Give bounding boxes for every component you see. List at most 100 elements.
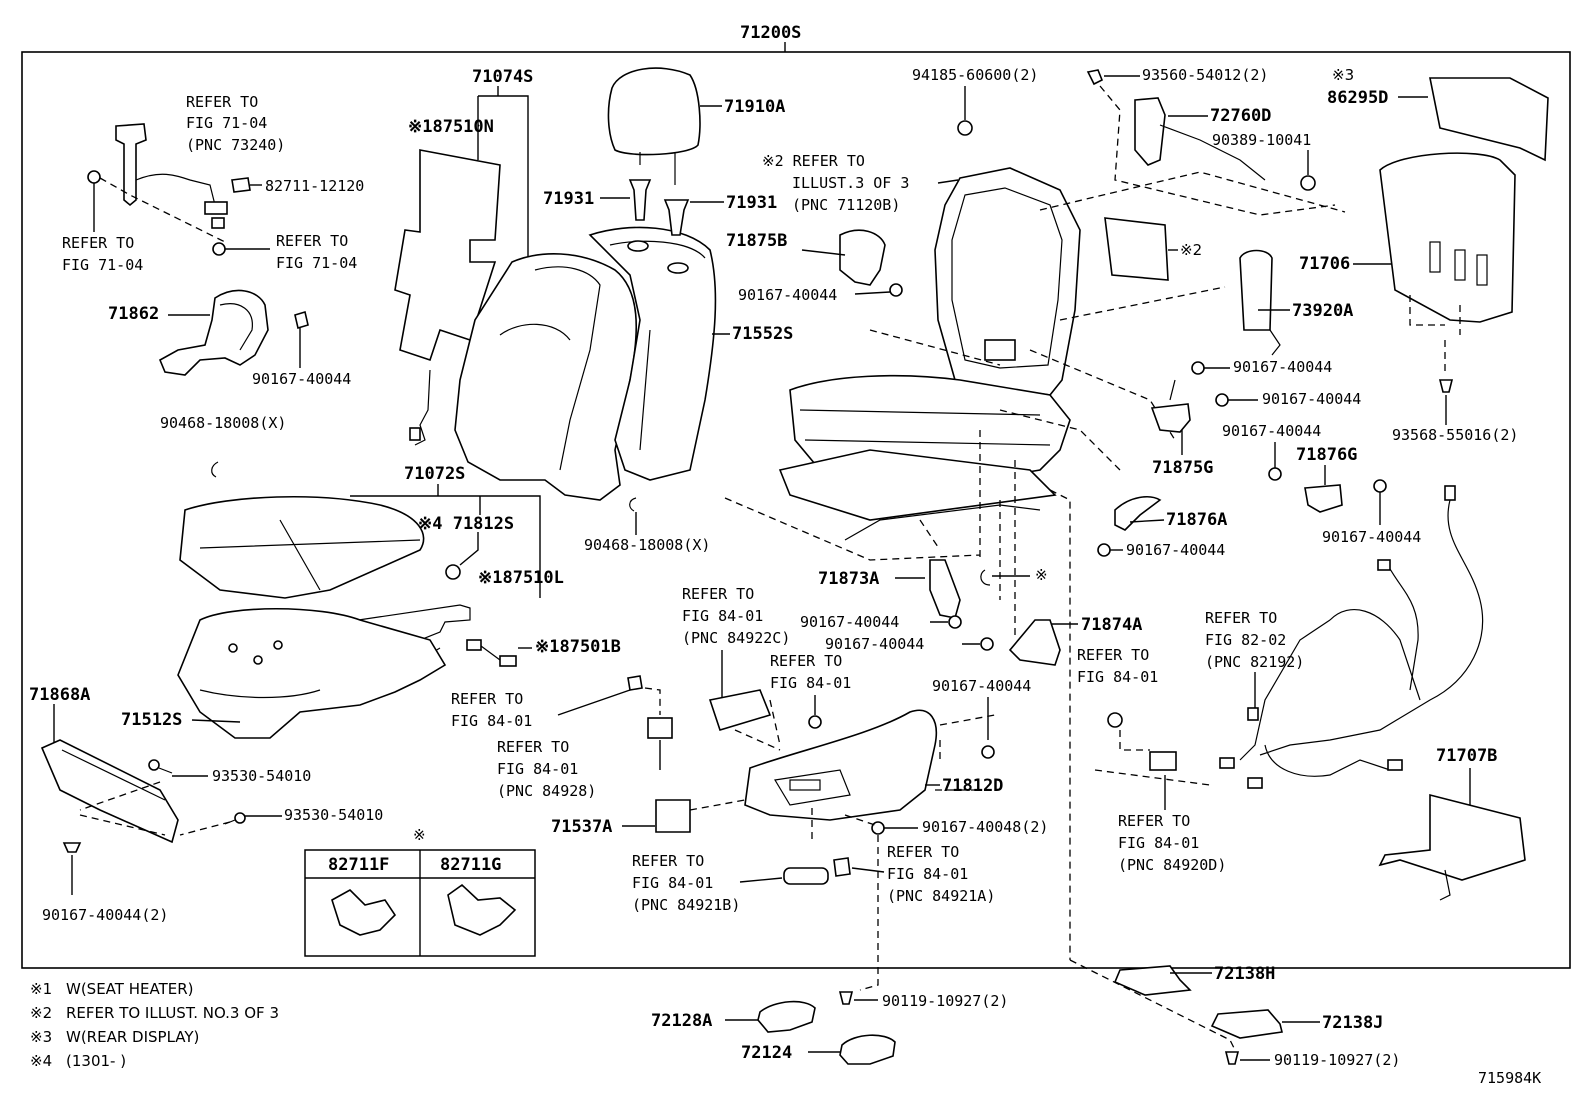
label-71868A: 71868A <box>29 685 90 705</box>
screw-90167-h <box>948 615 962 629</box>
part-84921A-knob <box>833 857 851 877</box>
screw-90167-i <box>980 637 994 651</box>
label-90167-40048: 90167-40048(2) <box>922 818 1048 836</box>
label-90167-40044-j: 90167-40044 <box>932 677 1031 695</box>
screw-left <box>627 675 643 691</box>
label-71072S: 71072S <box>404 464 465 484</box>
screw-90167-40044-2x <box>62 842 82 895</box>
label-71931-b: 71931 <box>726 193 777 213</box>
svg-text:REFER TO: REFER TO <box>451 690 523 708</box>
label-90167-40044-e: 90167-40044 <box>1222 422 1321 440</box>
label-90468-18008-b: 90468-18008(X) <box>584 536 710 554</box>
wire-harness <box>1219 485 1484 789</box>
ref-fig-71-04-right: REFER TO FIG 71-04 <box>276 232 357 272</box>
clip-table-col1: 82711F <box>328 855 389 875</box>
seat-frame-assembly <box>778 167 1081 541</box>
part-71868A-side-trim <box>40 739 179 844</box>
label-71874A: 71874A <box>1081 615 1142 635</box>
label-90119-10927-a: 90119-10927(2) <box>882 992 1008 1010</box>
part-72128A-cover <box>757 1000 816 1033</box>
svg-text:FIG 71-04: FIG 71-04 <box>62 256 143 274</box>
label-93530-54010-b: 93530-54010 <box>284 806 383 824</box>
nut-90389 <box>1300 175 1316 191</box>
svg-text:FIG 84-01: FIG 84-01 <box>770 674 851 692</box>
part-71072S-cushion-cover <box>179 496 425 599</box>
ref-fig-84-01-center: REFER TO FIG 84-01 <box>770 652 851 692</box>
svg-text:FIG 84-01: FIG 84-01 <box>887 865 968 883</box>
svg-text:REFER TO: REFER TO <box>1118 812 1190 830</box>
diagram-frame <box>21 51 1571 969</box>
ref-fig-84-01-pnc-84928: REFER TO FIG 84-01 (PNC 84928) <box>497 738 596 800</box>
screw-90167-c <box>1191 361 1205 375</box>
screw-93568 <box>1438 379 1454 393</box>
svg-text:REFER TO: REFER TO <box>1205 609 1277 627</box>
label-90167-40044-f: 90167-40044 <box>1322 528 1421 546</box>
svg-text:FIG 84-01: FIG 84-01 <box>497 760 578 778</box>
dash-71868A <box>79 781 231 836</box>
screw-center <box>808 715 822 729</box>
seat-belt-buckle-group <box>87 123 270 256</box>
svg-text:(PNC 84922C): (PNC 84922C) <box>682 629 790 647</box>
screw-90167-j <box>981 745 995 759</box>
screw-90119-a <box>838 991 854 1005</box>
label-72128A: 72128A <box>651 1011 712 1031</box>
label-90167-40044-a: 90167-40044 <box>252 370 351 388</box>
svg-text:REFER TO: REFER TO <box>632 852 704 870</box>
label-93530-54010-a: 93530-54010 <box>212 767 311 785</box>
svg-text:※2: ※2 <box>30 1004 52 1022</box>
svg-text:REFER TO ILLUST. NO.3 OF 3: REFER TO ILLUST. NO.3 OF 3 <box>66 1004 279 1022</box>
screw-90167-e <box>1268 467 1282 481</box>
svg-text:(PNC 82192): (PNC 82192) <box>1205 653 1304 671</box>
part-mark2-mechanism <box>1104 217 1169 281</box>
label-90167-40044-h: 90167-40044 <box>800 613 899 631</box>
ref-fig-71-04-left: REFER TO FIG 71-04 <box>62 234 143 274</box>
part-84921B-knob <box>783 867 829 885</box>
svg-text:※4: ※4 <box>30 1052 52 1070</box>
clip-90468-b <box>629 497 637 512</box>
svg-text:(PNC 84921A): (PNC 84921A) <box>887 887 995 905</box>
part-87501B-connector <box>466 639 517 667</box>
label-72138H: 72138H <box>1214 964 1275 984</box>
label-86295D-mark: ※3 <box>1332 66 1354 84</box>
label-71875B: 71875B <box>726 231 787 251</box>
label-mark2: ※2 <box>1180 241 1202 259</box>
part-71537A-pad <box>655 799 691 833</box>
assembly-label: 71200S <box>740 23 801 43</box>
screw-90167-f <box>1373 479 1387 493</box>
label-73920A: 73920A <box>1292 301 1353 321</box>
label-90389-10041: 90389-10041 <box>1212 131 1311 149</box>
part-71812S-clip <box>445 564 461 580</box>
screw-right-a <box>1107 712 1123 728</box>
label-87510N: ※187510N <box>408 117 494 137</box>
label-71910A: 71910A <box>724 97 785 117</box>
svg-text:※2 REFER TO: ※2 REFER TO <box>762 152 865 170</box>
part-71552S-back-board <box>588 226 717 481</box>
part-84928-switch <box>647 717 673 739</box>
part-71552S-back-cover <box>454 253 638 501</box>
ref-illust-3-of-3: ※2 REFER TO ILLUST.3 OF 3 (PNC 71120B) <box>762 152 909 214</box>
svg-text:※1: ※1 <box>30 980 52 998</box>
part-71910A-headrest <box>607 67 701 185</box>
ref-fig-82-02: REFER TO FIG 82-02 (PNC 82192) <box>1205 609 1304 671</box>
label-90468-18008-a: 90468-18008(X) <box>160 414 286 432</box>
svg-text:(PNC 84921B): (PNC 84921B) <box>632 896 740 914</box>
svg-text:(PNC 84928): (PNC 84928) <box>497 782 596 800</box>
part-87510N-heater-pad <box>394 149 501 446</box>
leader-71074S <box>478 86 529 260</box>
label-90167-40044-2x: 90167-40044(2) <box>42 906 168 924</box>
label-94185-60600: 94185-60600(2) <box>912 66 1038 84</box>
part-71707B-cover <box>1378 793 1526 881</box>
svg-text:W(REAR DISPLAY): W(REAR DISPLAY) <box>66 1028 199 1046</box>
part-72138J-cover <box>1210 1009 1283 1039</box>
drawing-number: 715984K <box>1478 1069 1541 1087</box>
ref-fig-84-01-pnc-84920D: REFER TO FIG 84-01 (PNC 84920D) <box>1118 812 1226 874</box>
part-71876A-bracket <box>1114 496 1162 531</box>
part-73920A-airbag <box>1239 249 1273 331</box>
svg-text:REFER TO: REFER TO <box>62 234 134 252</box>
label-90167-40044-d: 90167-40044 <box>1262 390 1361 408</box>
svg-text:ILLUST.3 OF 3: ILLUST.3 OF 3 <box>792 174 909 192</box>
legend: ※1 W(SEAT HEATER) ※2 REFER TO ILLUST. NO… <box>30 980 279 1070</box>
label-90167-40044-c: 90167-40044 <box>1233 358 1332 376</box>
label-71875G: 71875G <box>1152 458 1213 478</box>
svg-text:(1301- ): (1301- ) <box>66 1052 126 1070</box>
